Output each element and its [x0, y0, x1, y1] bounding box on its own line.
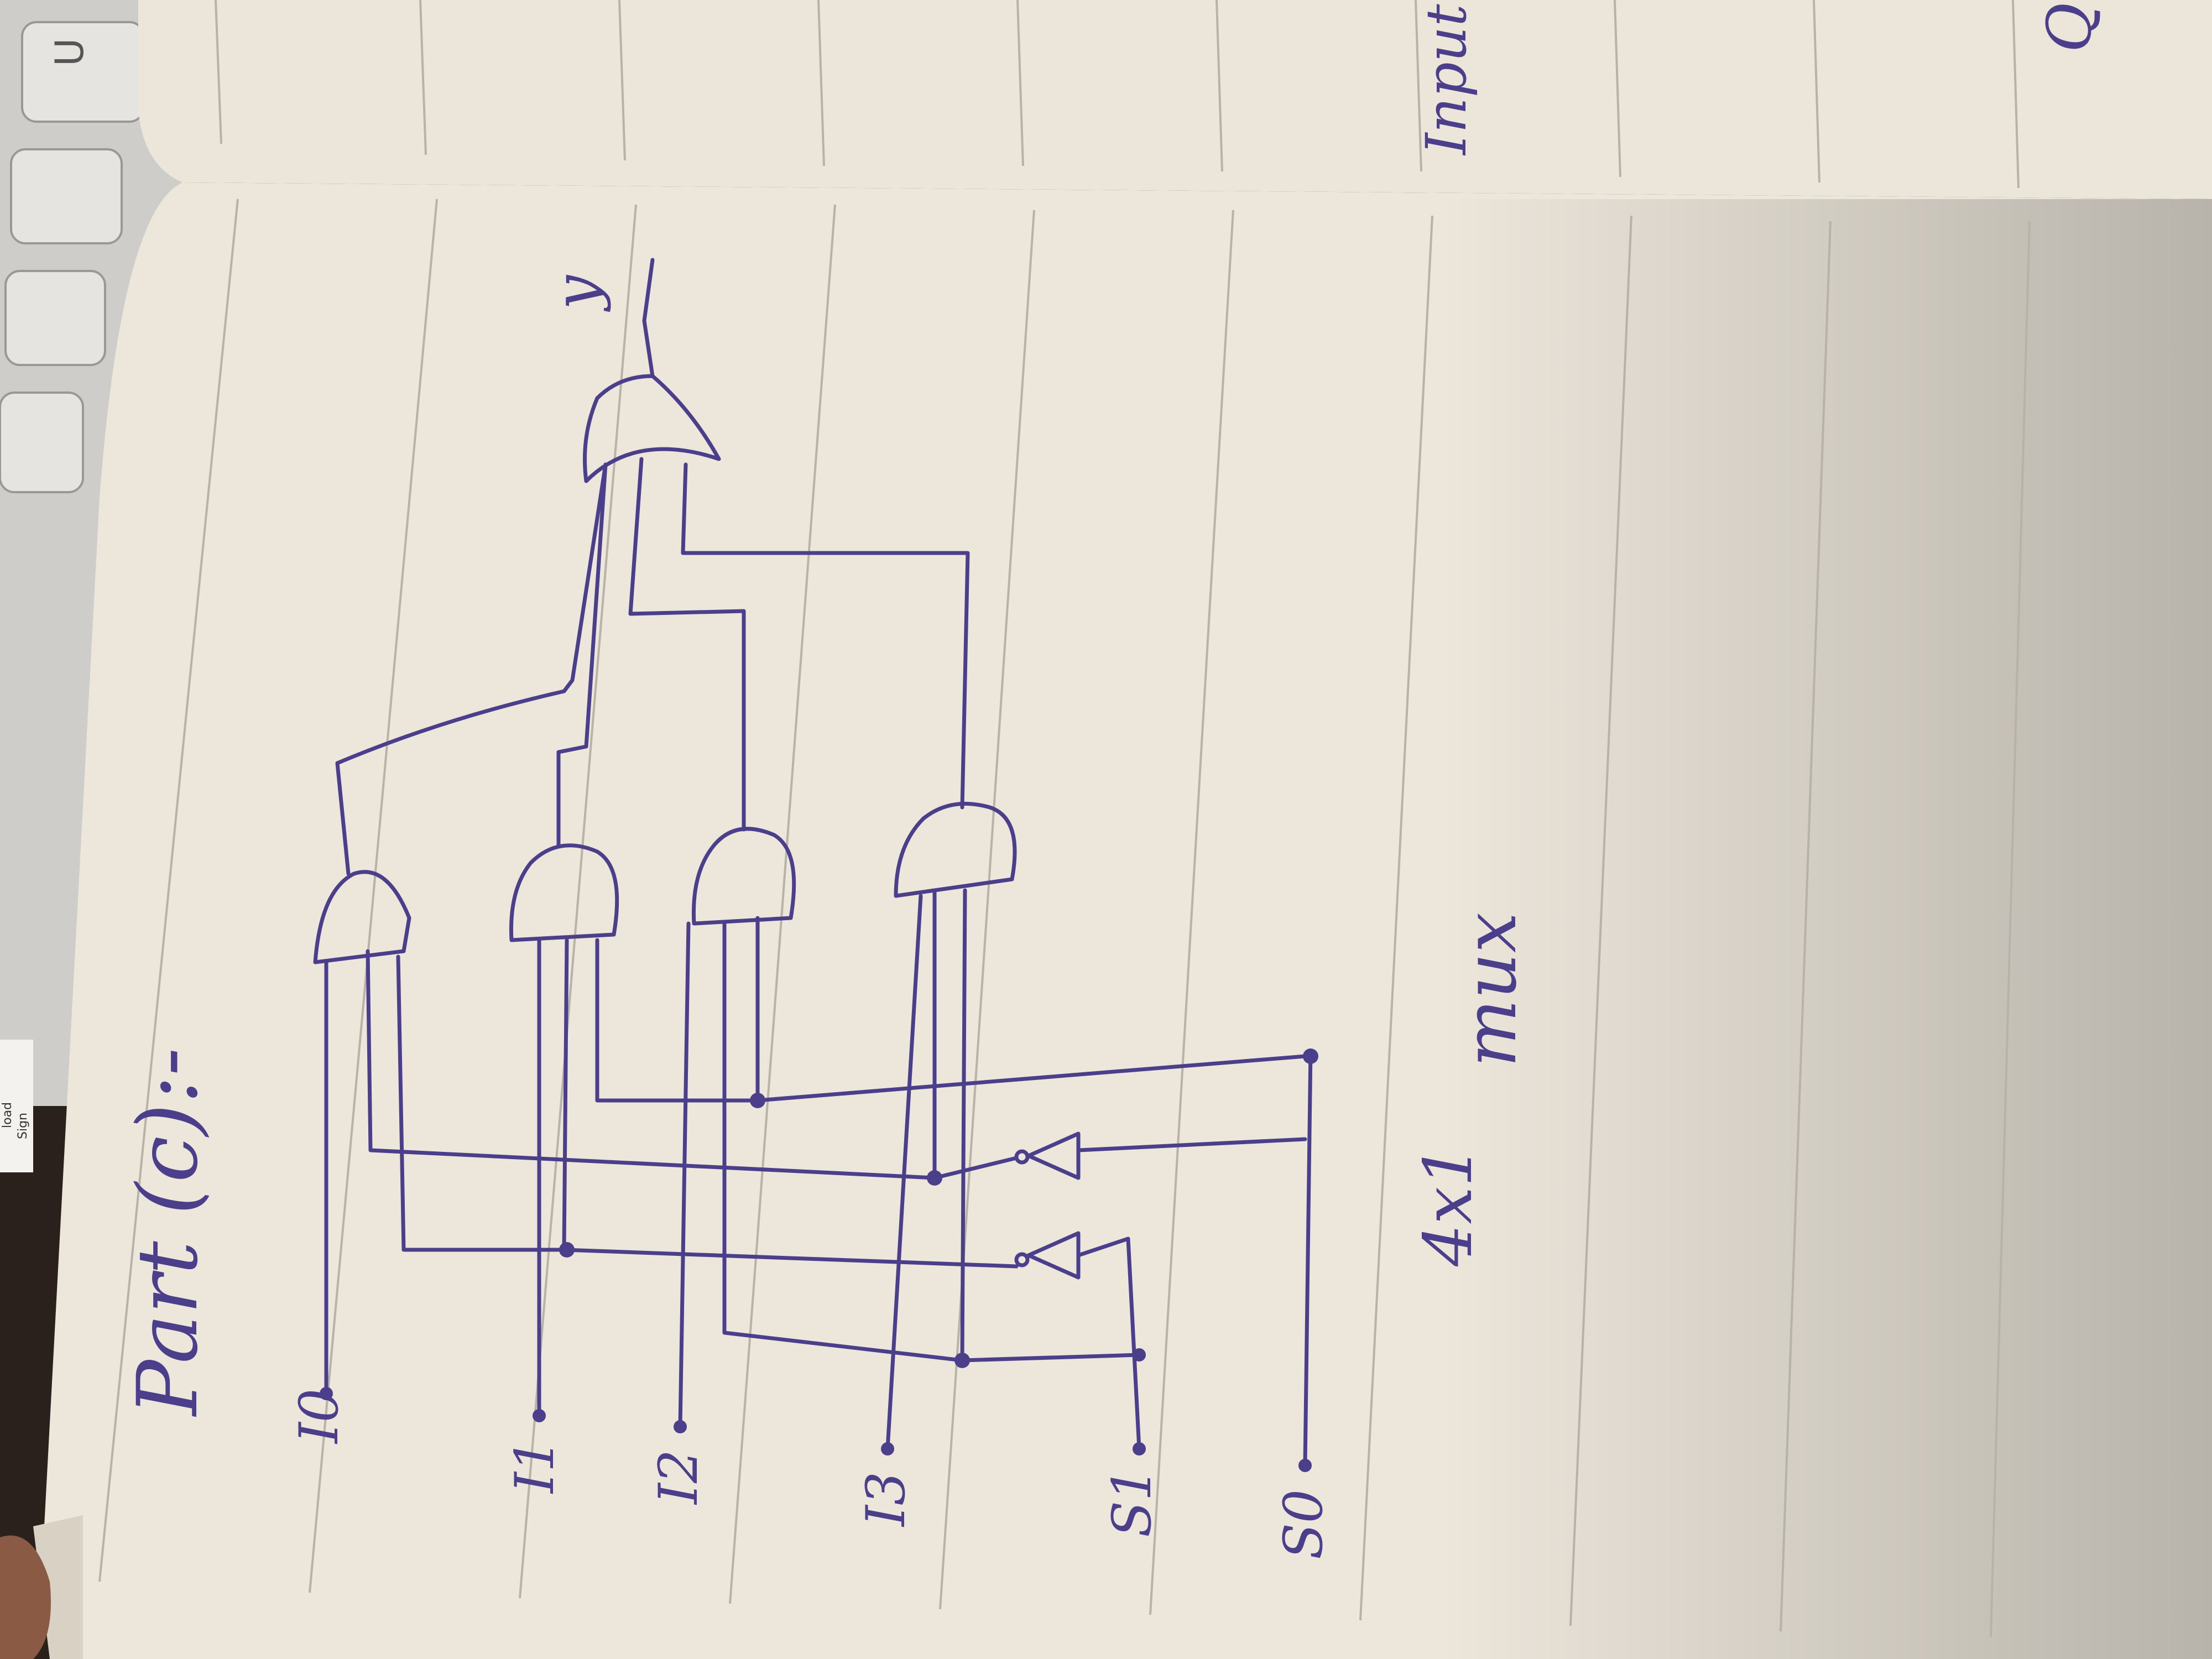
junction-dot [954, 1353, 970, 1368]
label-i2: I2 [648, 1449, 709, 1505]
label-s0: S0 [1272, 1489, 1334, 1559]
next-page-rules [215, 0, 2020, 189]
junction-dot [1133, 1348, 1146, 1361]
terminal-dot [533, 1409, 546, 1422]
page-shadow [1438, 199, 2212, 1659]
wire-s0 [1303, 1048, 1313, 1468]
input-labels: I0 I1 I2 I3 S1 S0 [288, 1389, 1334, 1559]
caption-type: mux [1448, 912, 1532, 1067]
next-page-text-top: Q [2034, 3, 2105, 53]
label-i1: I1 [504, 1438, 566, 1494]
next-page-text-bottom: Input [1414, 4, 1479, 156]
wire-not-s0-out [366, 949, 1019, 1180]
wire-not-s1-out [396, 954, 1019, 1269]
next-page-paper [138, 0, 2212, 199]
mux-circuit [313, 258, 1313, 1468]
and-gate-0 [313, 870, 411, 964]
wire-i3 [885, 894, 923, 1451]
wire-not-s1-to-and1 [562, 938, 569, 1252]
terminal-dot [1133, 1442, 1146, 1455]
junctions [320, 1048, 1318, 1472]
wire-and1-to-or [556, 462, 608, 848]
label-s1: S1 [1101, 1467, 1163, 1537]
notebook-page [33, 182, 2212, 1659]
wire-i2 [678, 921, 691, 1429]
label-i0: I0 [288, 1389, 350, 1444]
page-heading: Part (c):- [120, 1047, 216, 1417]
wire-s1-to-and3 [960, 888, 967, 1363]
junction-dot [1303, 1048, 1318, 1064]
wire-and3-to-or [681, 462, 970, 810]
keyboard-key [0, 392, 84, 493]
keyboard-sticker [0, 1040, 33, 1172]
terminal-dot [881, 1442, 894, 1455]
junction-dot [750, 1093, 765, 1108]
terminal-dot [320, 1387, 333, 1400]
keyboard-key [21, 21, 145, 123]
and-gate-3 [894, 801, 1017, 898]
keyboard-key [10, 148, 123, 244]
sticker-text-top: load [1, 1102, 14, 1128]
caption-size: 4x1 [1410, 1145, 1487, 1267]
junction-dot [559, 1242, 575, 1258]
keyboard-key-letter: U [47, 38, 92, 66]
output-wire [642, 258, 655, 378]
not-gate-s1 [1026, 1231, 1081, 1280]
not-gate-s1-bubble [1014, 1252, 1030, 1267]
wire-and0-to-or [335, 462, 608, 876]
label-i3: I3 [855, 1472, 917, 1527]
keyboard-key [4, 270, 106, 366]
sticker-text-bottom: Sign [16, 1113, 30, 1139]
or-gate [583, 374, 721, 483]
terminal-dot [1298, 1459, 1312, 1472]
thumb [0, 1535, 51, 1659]
and-gate-1 [509, 843, 619, 942]
wire-s1-to-and2 [722, 921, 1141, 1363]
wire-s0-to-and1 [595, 938, 1307, 1103]
junction-dot [927, 1170, 942, 1186]
not-gate-s0 [1026, 1131, 1081, 1180]
terminal-dot [674, 1420, 687, 1433]
wire-s1 [1126, 1237, 1141, 1451]
wire-s0-to-not0 [1076, 1137, 1307, 1152]
label-output-y: y [541, 274, 612, 312]
wire-and2-to-or [628, 457, 746, 832]
next-page: Q I Input [138, 0, 2212, 333]
